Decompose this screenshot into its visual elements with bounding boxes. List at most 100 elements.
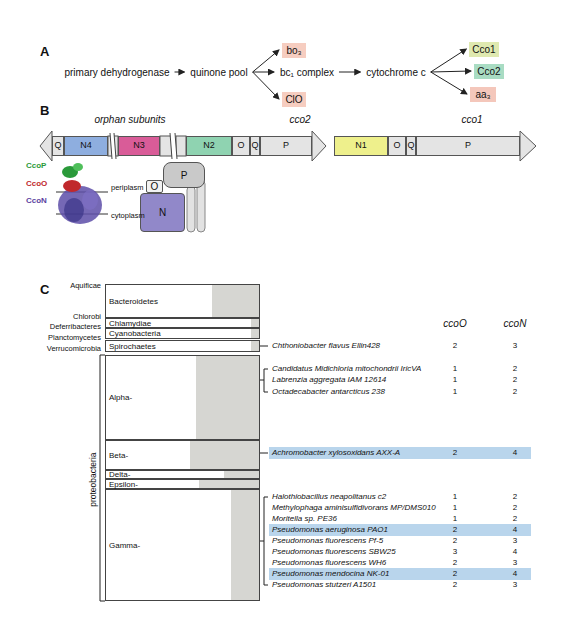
node-text: Gamma-: [109, 541, 140, 550]
clade-box: Chlamydiae: [105, 318, 260, 328]
table-cell: 4: [513, 548, 517, 557]
node-text: primary dehydrogenase: [64, 67, 169, 78]
table-cell: 2: [513, 365, 517, 374]
leader-line: [264, 497, 265, 585]
label: CcoP: [26, 162, 46, 171]
node-text: Beta-: [109, 451, 128, 460]
break-marks: [110, 133, 177, 159]
label: C: [40, 283, 49, 297]
row-highlight: [269, 447, 531, 459]
table-cell: Candidatus Midichloria mitochondrii Iric…: [272, 365, 421, 374]
leader-line: [260, 453, 268, 454]
label: ccoO: [443, 318, 466, 329]
tree-lines: [100, 346, 268, 601]
clade-box: Bacteroidetes: [105, 284, 260, 318]
break-gap: [110, 133, 116, 159]
clade-box: Alpha-: [105, 355, 260, 440]
gene-arrows: [40, 131, 536, 161]
arrow-tip: [40, 131, 52, 161]
gene-body: [176, 136, 186, 156]
break-line: [175, 133, 177, 159]
node-text: ClO: [285, 94, 302, 105]
table-cell: 3: [513, 537, 517, 546]
node-text: O: [151, 181, 159, 192]
node-text: Spirochaetes: [109, 342, 156, 351]
node-text: N2: [203, 141, 215, 151]
table-cell: Achromobacter xylosoxidans AXX-A: [272, 449, 400, 458]
node-text: Delta-: [109, 470, 130, 479]
table-cell: Pseudomonas fluorescens SBW25: [272, 548, 396, 557]
label: Chlorobi: [73, 313, 101, 321]
row-highlight: [269, 524, 531, 536]
node-text: N4: [80, 141, 92, 151]
leader-line: [260, 346, 268, 347]
subunit-shape: O: [146, 180, 163, 193]
node-text: aa₃: [475, 89, 490, 100]
node-text: Q: [407, 141, 414, 151]
table-cell: 1: [453, 388, 457, 397]
gene-segment: N4: [64, 136, 108, 156]
node-text: Epsilon-: [109, 480, 138, 489]
arrow-tip: [520, 131, 536, 161]
node-text: P: [283, 141, 289, 151]
table-cell: 2: [513, 515, 517, 524]
protein-structure: [56, 163, 108, 224]
table-cell: 2: [453, 526, 457, 535]
node-text: N1: [355, 141, 367, 151]
leader-line: [264, 369, 268, 370]
node-text: Q: [251, 141, 258, 151]
ccop-domain: [73, 163, 83, 171]
clade-box: Gamma-: [105, 489, 260, 601]
label: Aquificae: [70, 282, 101, 290]
break-gap: [170, 133, 177, 159]
node-text: Cyanobacteria: [109, 329, 161, 338]
table-cell: Methylophaga aminisulfidivorans MP/DMS01…: [272, 504, 436, 513]
node-text: P: [465, 141, 471, 151]
label: A: [40, 45, 49, 59]
label: cco1: [461, 114, 482, 125]
table-cell: 2: [453, 570, 457, 579]
ccon-domain: [58, 186, 102, 224]
leader-line: [264, 585, 268, 586]
node-text: Chlamydiae: [109, 319, 151, 328]
label: proteobacteria: [88, 453, 97, 507]
label: Deferribacteres: [50, 323, 101, 331]
table-cell: 4: [513, 526, 517, 535]
leader-line: [260, 541, 264, 542]
label: periplasm: [111, 184, 144, 192]
node-text: Bacteroidetes: [109, 297, 158, 306]
leader-line: [264, 369, 265, 392]
label: CcoO: [26, 180, 47, 189]
row-highlight: [269, 568, 531, 580]
label: B: [40, 104, 49, 118]
pathway-arrow: [253, 72, 279, 99]
table-cell: 1: [453, 504, 457, 513]
gene-segment: Q: [52, 136, 64, 156]
pathway-step: bc₁ complex: [277, 65, 337, 79]
subunit-shape: P: [163, 162, 205, 188]
table-cell: Moritella sp. PE36: [272, 515, 337, 524]
pathway-step: quinone pool: [187, 65, 250, 79]
node-text: N: [159, 207, 166, 218]
ccoo-domain: [63, 180, 81, 192]
helix: [187, 186, 195, 232]
pathway-step: primary dehydrogenase: [61, 65, 172, 79]
clade-box: Spirochaetes: [105, 340, 260, 352]
table-cell: 4: [513, 570, 517, 579]
gene-segment: N3: [118, 136, 160, 156]
node-text: N3: [133, 141, 145, 151]
gene-segment: Q: [250, 136, 260, 156]
table-cell: Pseudomonas mendocina NK-01: [272, 570, 389, 579]
table-cell: 2: [513, 493, 517, 502]
gene-segment: N1: [334, 136, 388, 156]
table-cell: 2: [453, 581, 457, 590]
table-cell: 2: [453, 537, 457, 546]
node-text: Q: [54, 141, 61, 151]
leader-line: [260, 380, 264, 381]
enzyme-box: aa₃: [470, 87, 496, 102]
node-text: Cco2: [477, 66, 500, 77]
node-text: bo₃: [286, 45, 301, 56]
pathway-arrow: [253, 72, 274, 73]
table-cell: Octadecabacter antarcticus 238: [272, 388, 385, 397]
node-text: Alpha-: [109, 393, 132, 402]
